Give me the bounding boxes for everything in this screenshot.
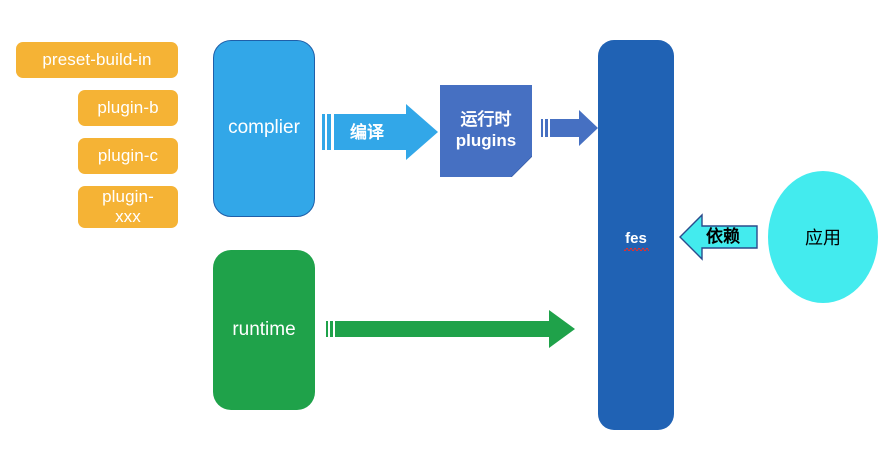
fes-label: fes (624, 230, 649, 251)
fes-label-wrap: fes (598, 230, 674, 251)
dependency-arrow: 依赖 (679, 213, 758, 261)
plugin-pill-preset-build-in[interactable]: preset-build-in (16, 42, 178, 78)
plugins-to-fes-arrow-shape (541, 110, 598, 146)
application-node[interactable]: 应用 (768, 171, 878, 303)
runtime-plugins-node[interactable]: 运行时 plugins (440, 85, 532, 177)
runtime-plugins-label: 运行时 plugins (455, 110, 517, 150)
plugin-pill-label: plugin-b (97, 97, 159, 117)
runtime-to-fes-arrow-shape (326, 310, 575, 348)
compile-arrow: 编译 (322, 104, 438, 160)
plugin-pill-plugin-xxx[interactable]: plugin- xxx (78, 186, 178, 228)
fes-node[interactable]: fes (598, 40, 674, 430)
runtime-node[interactable]: runtime (213, 250, 315, 410)
runtime-to-fes-arrow (326, 310, 575, 348)
compile-arrow-shape (322, 104, 438, 160)
complier-label: complier (228, 117, 300, 139)
runtime-label: runtime (232, 318, 296, 340)
plugin-pill-plugin-c[interactable]: plugin-c (78, 138, 178, 174)
plugin-pill-plugin-b[interactable]: plugin-b (78, 90, 178, 126)
application-label: 应用 (805, 228, 841, 248)
dependency-arrow-label: 依赖 (706, 227, 740, 246)
dependency-arrow-shape (679, 213, 758, 261)
plugin-pill-label: plugin-c (97, 145, 159, 165)
plugin-pill-label: preset-build-in (42, 49, 152, 69)
plugin-pill-label: plugin- xxx (102, 186, 154, 226)
plugins-to-fes-arrow (541, 110, 598, 146)
note-fold-corner (511, 156, 532, 177)
compile-arrow-label: 编译 (350, 123, 384, 142)
complier-node[interactable]: complier (213, 40, 315, 217)
